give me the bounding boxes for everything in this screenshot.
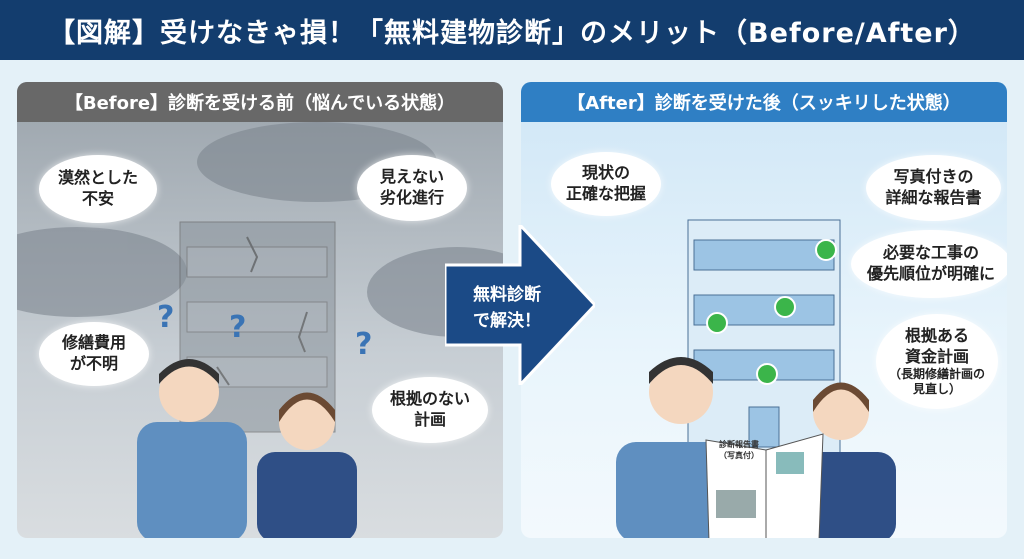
bubble-note: 見直し） xyxy=(912,382,961,397)
svg-text:?: ? xyxy=(355,327,372,362)
report-booklet xyxy=(705,433,824,538)
bubble-accurate-status: 現状の正確な把握 xyxy=(551,152,661,216)
bubble-text: 修繕費用 xyxy=(61,333,126,353)
bubble-unknown-cost: 修繕費用が不明 xyxy=(39,322,149,386)
after-panel: 【After】診断を受けた後（スッキリした状態） 診断報告書 （写真付） 現状の正… xyxy=(521,82,1007,538)
bubble-text: 資金計画 xyxy=(904,346,969,366)
question-mark-icons: ??? xyxy=(157,300,372,362)
report-title-line: （写真付） xyxy=(719,451,759,460)
bubble-text: 計画 xyxy=(413,410,446,429)
bubble-baseless-plan: 根拠のない計画 xyxy=(372,377,488,443)
bubble-text: 正確な把握 xyxy=(565,184,646,203)
check-icons xyxy=(706,239,837,385)
bubble-text: 優先順位が明確に xyxy=(866,264,995,283)
before-panel: 【Before】診断を受ける前（悩んでいる状態） ??? 漠然とした不安 見えな… xyxy=(17,82,503,538)
bubble-text: 見えない xyxy=(379,167,444,187)
bubble-photo-report: 写真付きの詳細な報告書 xyxy=(866,155,1001,221)
solution-arrow-text: 無料診断で解決！ xyxy=(452,283,562,334)
bubble-text: 劣化進行 xyxy=(379,188,444,207)
bubble-text: 漠然とした xyxy=(57,168,138,188)
bubble-text: 根拠のない xyxy=(389,389,470,409)
svg-text:?: ? xyxy=(229,310,246,345)
bubble-note: （長期修繕計画の xyxy=(888,367,985,382)
page-title: 【図解】受けなきゃ損！「無料建物診断」のメリット（Before/After） xyxy=(0,0,1024,60)
old-building xyxy=(179,221,336,433)
worried-woman xyxy=(257,392,357,538)
after-illustration xyxy=(616,219,896,538)
bubble-text: 必要な工事の xyxy=(882,243,979,263)
arrow-line: 無料診断 xyxy=(473,285,541,305)
before-illustration: ??? xyxy=(17,122,503,538)
bubble-text: 根拠ある xyxy=(904,325,969,345)
bubble-funding-plan: 根拠ある資金計画（長期修繕計画の見直し） xyxy=(876,314,998,409)
svg-text:?: ? xyxy=(157,300,174,335)
bubble-text: 不安 xyxy=(81,189,114,208)
bubble-clear-priorities: 必要な工事の優先順位が明確に xyxy=(851,230,1007,298)
report-title: 診断報告書 （写真付） xyxy=(713,439,765,461)
bubble-vague-anxiety: 漠然とした不安 xyxy=(39,155,157,223)
bubble-text: 詳細な報告書 xyxy=(885,188,982,207)
bubble-text: 現状の xyxy=(581,163,630,183)
arrow-line: で解決！ xyxy=(473,310,541,331)
bubble-hidden-deterioration: 見えない劣化進行 xyxy=(357,155,467,221)
before-header: 【Before】診断を受ける前（悩んでいる状態） xyxy=(17,82,503,122)
bubble-text: が不明 xyxy=(69,354,118,373)
solution-arrow xyxy=(445,225,595,385)
bubble-text: 写真付きの xyxy=(893,167,974,187)
report-title-line: 診断報告書 xyxy=(719,440,759,449)
worried-man xyxy=(137,359,247,538)
after-header: 【After】診断を受けた後（スッキリした状態） xyxy=(521,82,1007,122)
